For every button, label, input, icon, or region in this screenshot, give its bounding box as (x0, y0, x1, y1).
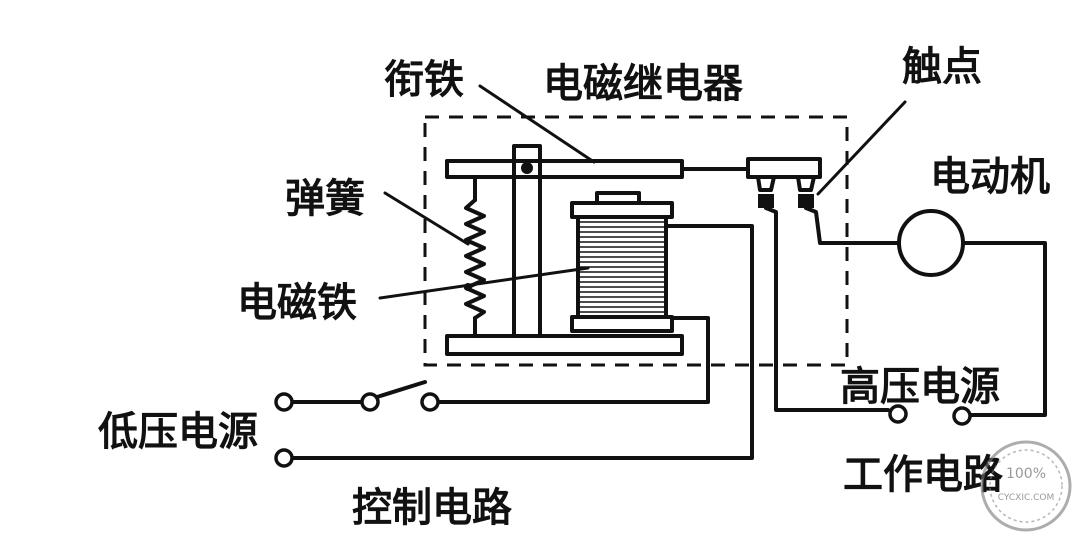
working-wire-right (961, 241, 1047, 417)
contact-leader (816, 100, 907, 196)
spring (464, 175, 486, 338)
label-working-circuit: 工作电路 (843, 452, 1004, 498)
label-relay: 电磁继电器 (543, 61, 744, 107)
high-voltage-terminal-left (888, 404, 908, 424)
electromagnet-leader (378, 266, 590, 300)
watermark-site: CYCXIC.COM (998, 493, 1055, 503)
watermark-percent: 100% (1006, 466, 1046, 482)
armature-leader (478, 84, 596, 164)
pivot-post (512, 144, 542, 338)
watermark-stamp: 100% CYCXIC.COM (980, 440, 1072, 532)
pivot-pin (521, 162, 533, 174)
label-high-voltage: 高压电源 (840, 364, 1000, 410)
electromagnet-coil (570, 191, 674, 333)
label-electromagnet: 电磁铁 (237, 280, 357, 326)
motor (897, 209, 965, 277)
switch-terminal-left (360, 392, 380, 412)
switch-blade (375, 380, 427, 399)
label-armature: 衔铁 (384, 57, 464, 103)
control-wire-coil-bottom (436, 316, 710, 404)
label-low-voltage: 低压电源 (98, 409, 258, 455)
low-voltage-terminal-bottom (274, 448, 294, 468)
label-motor: 电动机 (930, 154, 1050, 200)
working-wire-left (764, 206, 890, 412)
armature-bar (445, 159, 684, 179)
switch-terminal-right (420, 392, 440, 412)
relay-enclosure (423, 115, 849, 367)
spring-leader (383, 191, 470, 246)
relay-base (445, 334, 684, 356)
label-spring: 弹簧 (285, 176, 365, 222)
working-wire-motor (804, 206, 901, 245)
label-contact: 触点 (902, 44, 982, 90)
high-voltage-terminal-right (952, 406, 972, 426)
low-voltage-terminal-top (274, 392, 294, 412)
contact-assembly (746, 157, 822, 208)
label-control-circuit: 控制电路 (352, 485, 513, 531)
control-wire-coil-top (290, 224, 754, 460)
